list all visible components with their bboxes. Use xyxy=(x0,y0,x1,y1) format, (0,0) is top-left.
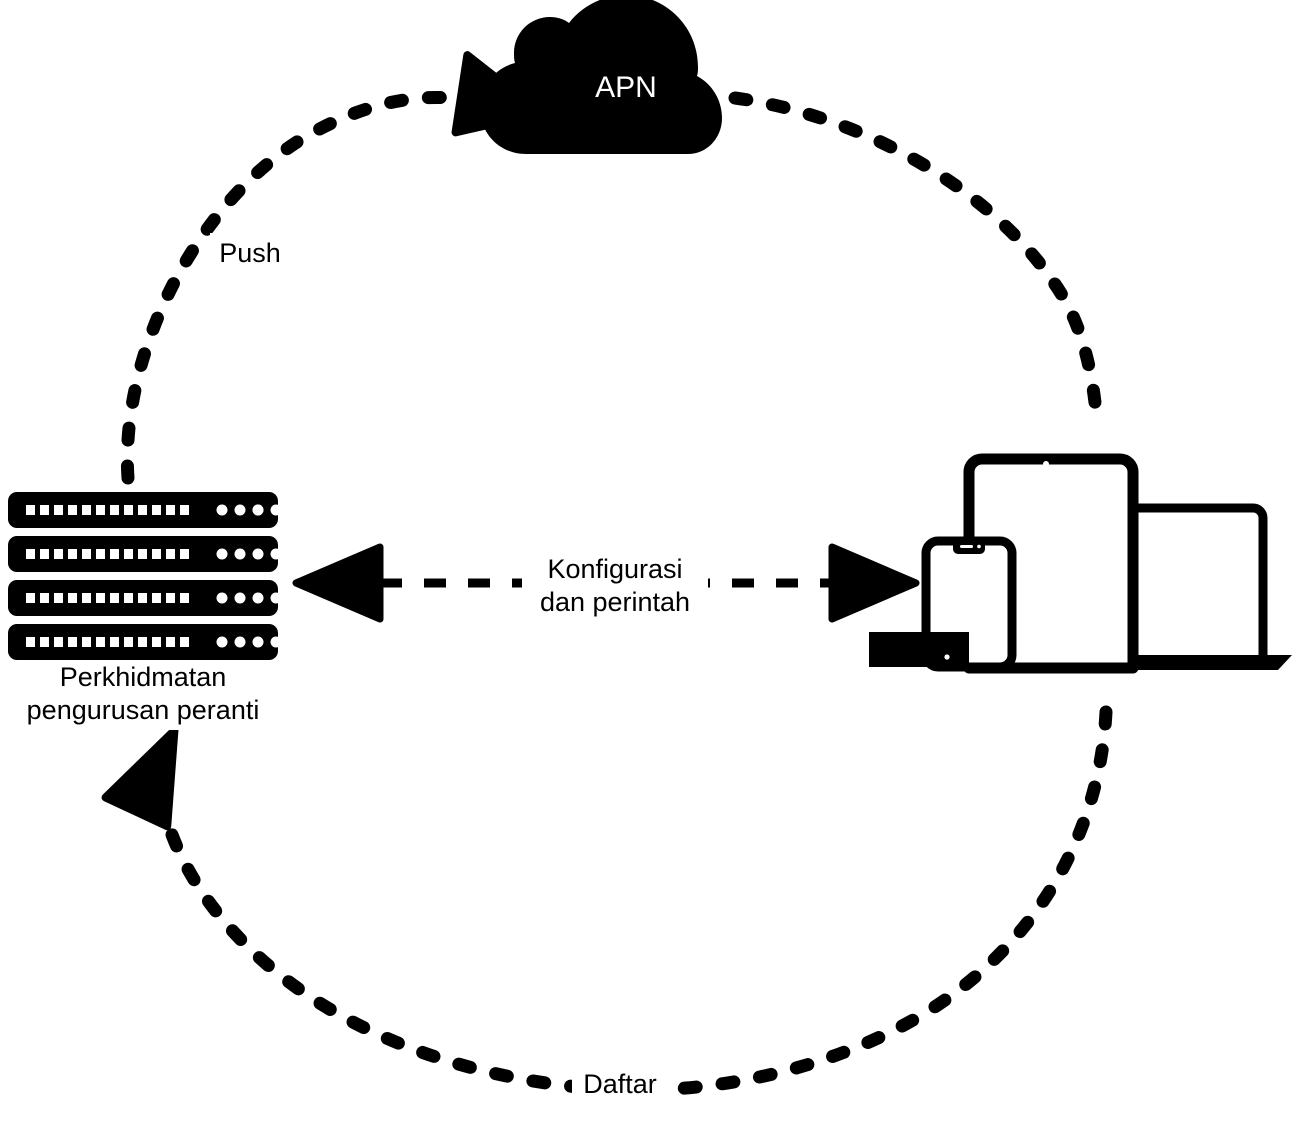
push-label: Push xyxy=(219,238,281,268)
daftar-arc-path xyxy=(153,705,1113,1097)
server-unit-3 xyxy=(8,580,300,616)
device-management-service[interactable] xyxy=(8,492,300,660)
config-label-line1: Konfigurasi xyxy=(547,554,682,584)
daftar-label-group: Daftar xyxy=(572,1063,668,1101)
daftar-label: Daftar xyxy=(583,1069,657,1099)
config-label-line2: dan perintah xyxy=(540,587,690,617)
apple-device-group[interactable] xyxy=(869,453,1292,674)
apple-tv-icon xyxy=(869,632,969,667)
server-unit-2 xyxy=(8,536,300,572)
server-unit-4 xyxy=(8,624,300,660)
configuration-commands-label-group: Konfigurasi dan perintah xyxy=(522,547,708,619)
config-right-arrowhead xyxy=(828,543,920,623)
apn-to-devices-arc-path xyxy=(728,91,1103,419)
cloud-shape xyxy=(480,0,722,154)
server-label-line2: pengurusan peranti xyxy=(27,695,260,725)
server-label-group: Perkhidmatan pengurusan peranti xyxy=(0,660,292,730)
push-label-group: Push xyxy=(210,233,290,269)
apn-cloud[interactable]: APN xyxy=(480,0,722,154)
server-unit-1 xyxy=(8,492,282,528)
apn-cloud-label: APN xyxy=(595,71,657,104)
config-left-arrowhead xyxy=(292,543,384,623)
push-arc-path xyxy=(120,91,459,485)
daftar-arrowhead xyxy=(101,726,179,831)
server-label-line1: Perkhidmatan xyxy=(60,662,227,692)
